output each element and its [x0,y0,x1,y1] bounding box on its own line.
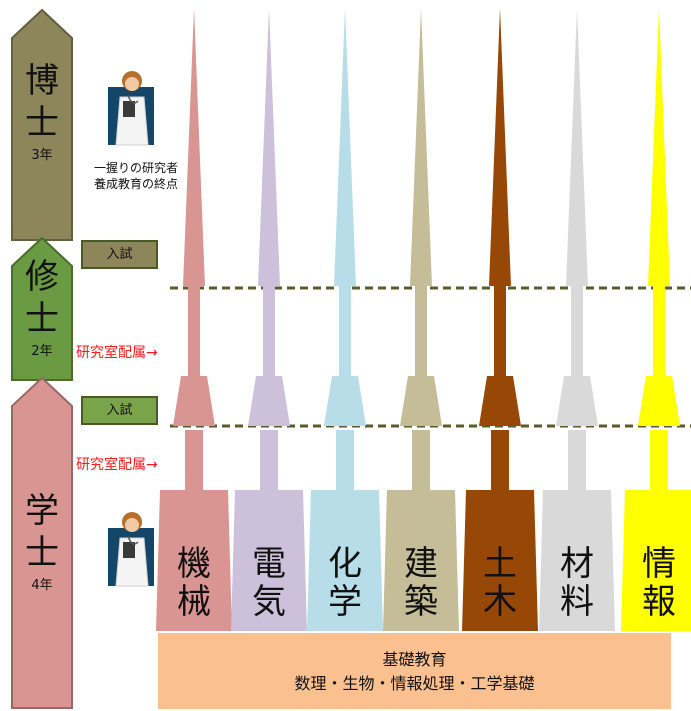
stage-bachelor-char2: 士 [25,533,59,573]
department-char2-6: 料 [560,582,594,622]
department-label-4: 建築 [393,545,449,621]
entrance-exam-doctor-button[interactable]: 入試 [81,240,158,269]
department-label-7: 情報 [631,545,687,621]
department-lower-stem-1 [185,430,203,492]
department-char2-2: 気 [252,582,286,622]
doctor-figure-clipboard-1 [123,101,135,117]
department-base-4 [383,490,459,631]
stage-bachelor-label: 学 士 4年 [14,490,70,593]
department-char1-1: 機 [177,544,211,584]
department-base-6 [539,490,615,631]
stage-doctor-label: 博 士 3年 [14,60,70,163]
department-upper-stem-6 [571,284,583,378]
stage-master-char1: 修 [25,257,59,297]
department-base-3 [307,490,383,631]
department-label-5: 土木 [472,545,528,621]
stage-master-char2: 士 [25,299,59,339]
department-lower-stem-3 [336,430,354,492]
stage-arrow-bachelor [11,376,73,709]
department-base-7 [621,490,691,631]
stage-bachelor-years: 4年 [31,578,53,593]
department-char1-5: 土 [483,544,517,584]
doctor-figure-face-1 [125,77,139,91]
department-spike-7 [648,8,670,286]
department-upper-stem-1 [188,284,200,378]
department-middle-block-5 [479,376,521,426]
doctor-figure-stethoscope-2 [127,535,139,545]
department-label-2: 電気 [241,545,297,621]
stage-master-years: 2年 [31,344,53,359]
lab-assignment-label-bachelor: 研究室配属→ [76,457,158,473]
department-spike-5 [489,8,511,286]
entrance-exam-master-button[interactable]: 入試 [81,396,158,425]
stage-arrow-master [11,236,73,381]
department-char1-3: 化 [328,544,362,584]
department-lower-stem-4 [412,430,430,492]
department-upper-stem-3 [339,284,351,378]
researcher-note: 一握りの研究者 養成教育の終点 [84,160,188,192]
doctor-figure-stethoscope-1 [127,94,139,104]
department-char2-4: 築 [404,582,438,622]
department-label-1: 機械 [166,545,222,621]
department-base-5 [462,490,538,631]
department-middle-block-2 [248,376,290,426]
stage-bachelor-char1: 学 [25,491,59,531]
department-lower-stem-5 [491,430,509,492]
foundation-subjects: 数理・生物・情報処理・工学基礎 [294,674,535,693]
department-char1-6: 材 [560,544,594,584]
doctor-figure-clipboard-2 [123,542,135,558]
department-spike-2 [258,8,280,286]
department-middle-block-4 [400,376,442,426]
stage-doctor-char1: 博 [25,61,59,101]
department-char2-5: 木 [483,582,517,622]
department-spike-1 [183,8,205,286]
department-middle-block-6 [556,376,598,426]
department-middle-block-3 [324,376,366,426]
stage-doctor-years: 3年 [31,148,53,163]
department-label-6: 材料 [549,545,605,621]
department-label-3: 化学 [317,545,373,621]
lab-assignment-label-master: 研究室配属→ [76,345,158,361]
department-lower-stem-6 [568,430,586,492]
stage-doctor-char2: 士 [25,103,59,143]
department-base-2 [231,490,307,631]
department-char1-2: 電 [252,544,286,584]
department-lower-stem-7 [650,430,668,492]
department-upper-stem-5 [494,284,506,378]
doctor-figure-face-2 [125,518,139,532]
department-char2-7: 報 [642,582,676,622]
department-middle-block-7 [638,376,680,426]
foundation-education-box: 基礎教育 数理・生物・情報処理・工学基礎 [158,633,671,709]
department-char2-1: 械 [177,582,211,622]
department-spike-4 [410,8,432,286]
researcher-note-line2: 養成教育の終点 [93,177,178,191]
department-base-1 [156,490,232,631]
department-char1-7: 情 [642,544,676,584]
department-upper-stem-7 [653,284,665,378]
department-lower-stem-2 [260,430,278,492]
department-upper-stem-2 [263,284,275,378]
department-spike-6 [566,8,588,286]
stage-master-label: 修 士 2年 [14,256,70,359]
foundation-title: 基礎教育 [382,650,447,669]
stage-arrow-doctor [11,8,73,241]
department-upper-stem-4 [415,284,427,378]
department-char1-4: 建 [404,544,438,584]
researcher-note-line1: 一握りの研究者 [93,161,178,175]
department-middle-block-1 [173,376,215,426]
department-char2-3: 学 [328,582,362,622]
department-spike-3 [334,8,356,286]
